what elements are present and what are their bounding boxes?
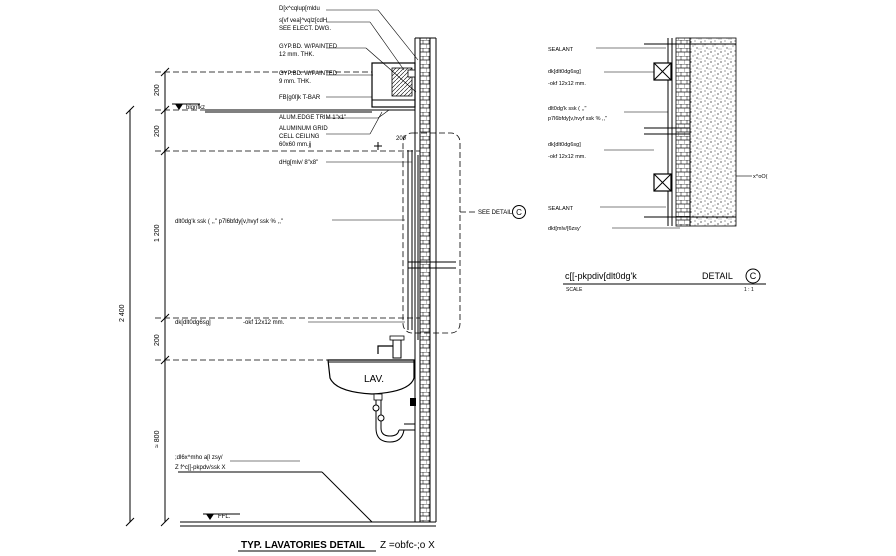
brick-wall <box>419 37 431 523</box>
detail-note-joint-bottom: dk[dlt0dg6sg] <box>548 142 581 148</box>
dim-200-top: 200 <box>154 84 161 96</box>
detail-note-size-bottom: -okf 12x12 mm. <box>548 154 586 160</box>
detail-callout-letter: C <box>516 208 522 217</box>
detail-note-sealant-bottom: SEALANT <box>548 206 574 212</box>
note-alum-edge-trim: ALUM.EDGE TRIM 1"x1" <box>279 115 346 121</box>
main-title: TYP. LAVATORIES DETAIL <box>241 540 365 551</box>
note-conduit: s[vf vea]^vqlz[cdH <box>279 18 327 24</box>
note-t-bar: FB[g0l]k T-BAR <box>279 95 321 101</box>
ffl-level-marker-icon <box>206 514 214 520</box>
detail-note-size-top: -okf 12x12 mm. <box>548 81 586 87</box>
faucet-icon <box>377 335 405 359</box>
dim-ticks <box>125 67 170 527</box>
ceiling-level-label: blqnfkz <box>186 105 205 111</box>
note-gyp-bd-12: GYP.BD. W/PAINTED <box>279 44 338 50</box>
note-wall-finish: dlt0dg'k ssk ( ,," p7l6bfdy[v,hvyf ssk %… <box>175 219 283 225</box>
note-aluminum-grid: ALUMINUM GRID <box>279 126 328 132</box>
note-12mm: 12 mm. THK. <box>279 52 315 58</box>
detail-title-letter: C <box>750 271 757 281</box>
ceiling-level-marker-icon <box>175 104 183 110</box>
dim-200-right: 200 <box>396 136 407 142</box>
note-joint-size: -okf 12x12 mm. <box>243 320 285 326</box>
note-8x8: dHg[mlv/ 8"x8" <box>279 160 318 166</box>
detail-note-concrete: x^oO( <box>753 174 768 180</box>
see-detail-text: SEE DETAIL <box>478 210 513 216</box>
detail-note-wall: dkt[mlv/[6zsy' <box>548 226 581 232</box>
leader-lines <box>230 9 419 462</box>
dim-200-mid: 200 <box>154 125 161 137</box>
note-cell-ceiling: CELL CEILING <box>279 134 320 140</box>
ffl-level-label: FFL. <box>218 514 231 520</box>
detail-callout-circle <box>512 205 526 219</box>
lavatory-basin <box>327 359 415 395</box>
detail-note-sealant-top: SEALANT <box>548 47 574 53</box>
detail-note-joint-top: dk[dlt0dg6sg] <box>548 69 581 75</box>
detail-title-circle <box>745 268 761 284</box>
dim-200-low: 200 <box>154 334 161 346</box>
note-joint: dk[dlt0dg6sg] <box>175 320 211 326</box>
note-support-1: ;dl6x^mho a[l zsy/ <box>175 455 223 461</box>
note-9mm: 9 mm. THK. <box>279 79 311 85</box>
dim-total: 2 400 <box>119 304 126 322</box>
detail-title-label: DETAIL <box>702 271 733 281</box>
p-trap-drain-icon <box>372 393 416 443</box>
main-title-suffix: Z =obfc-;o X <box>380 540 435 551</box>
note-see-elect-dwg: SEE ELECT. DWG. <box>279 26 331 32</box>
note-60x60: 60x60 mm.jj <box>279 142 311 148</box>
detail-scale-label: SCALE <box>566 287 583 293</box>
dim-1200: 1 200 <box>154 224 161 242</box>
dim-800: ≈ 800 <box>154 430 161 448</box>
note-gyp-bd-9: GYP.BD. W/PAINTED <box>279 71 338 77</box>
detail-note-finish-1: dlt0dg'k ssk ( ,," <box>548 106 587 112</box>
detail-note-finish-2: p7l6bfdy[v,hvyf ssk % ,," <box>548 116 607 122</box>
note-support-2: Z f^c[[-pkpdv/ssk X <box>175 465 226 471</box>
detail-scale-value: 1 : 1 <box>744 287 754 293</box>
detail-callout-boundary <box>402 132 461 334</box>
note-electrical-box: D[x^cqlup[mldu <box>279 6 320 12</box>
lavatory-label: LAV. <box>364 374 384 385</box>
detail-title: c[[-pkpdiv[dlt0dg'k <box>565 271 637 281</box>
detail-c-section <box>596 37 752 229</box>
